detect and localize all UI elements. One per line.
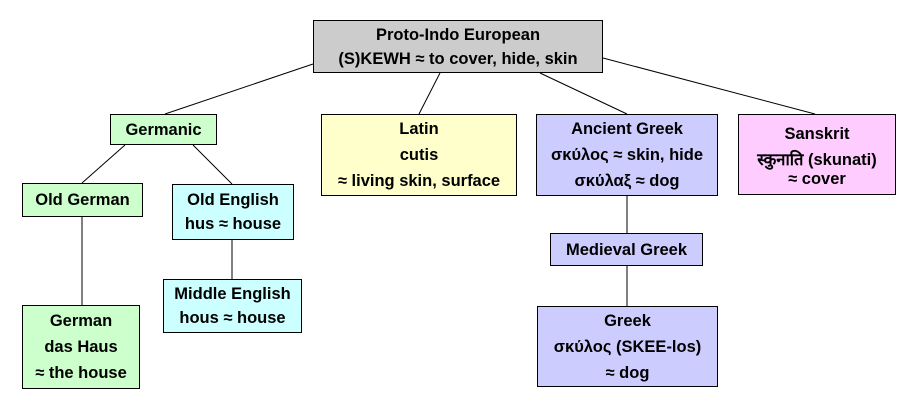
node-title: Ancient Greek (571, 120, 683, 138)
node-title: Old German (35, 191, 130, 209)
node-line: ≈ cover (788, 169, 846, 188)
node-sanskrit: Sanskrit स्कुनाति (skunati) ≈ cover (738, 114, 896, 195)
node-latin: Latin cutis ≈ living skin, surface (321, 114, 517, 196)
edge-germanic-old-english (192, 144, 233, 185)
node-title: Proto-Indo European (375, 25, 541, 44)
node-title: Greek (604, 311, 651, 330)
node-line: σκύλαξ ≈ dog (574, 172, 680, 190)
node-german: German das Haus ≈ the house (22, 305, 140, 389)
node-germanic: Germanic (110, 114, 217, 145)
node-line: σκύλος (SKEE-los) (553, 337, 702, 356)
edge-pie-latin (418, 72, 441, 115)
node-medieval-greek: Medieval Greek (550, 233, 703, 266)
node-line: hous ≈ house (179, 309, 286, 327)
node-title: Sanskrit (784, 124, 850, 143)
node-line: (S)KEWH ≈ to cover, hide, skin (338, 49, 578, 68)
node-line: das Haus (44, 338, 118, 356)
node-title: Latin (399, 120, 439, 138)
node-old-german: Old German (22, 183, 143, 217)
node-title: Middle English (174, 285, 291, 303)
node-title: German (49, 312, 113, 330)
node-ancient-greek: Ancient Greek σκύλος ≈ skin, hide σκύλαξ… (536, 114, 718, 196)
node-middle-english: Middle English hous ≈ house (163, 279, 302, 333)
node-line: ≈ living skin, surface (337, 172, 501, 190)
node-line: ≈ dog (605, 363, 650, 382)
node-proto-indo-european: Proto-Indo European (S)KEWH ≈ to cover, … (313, 20, 603, 73)
node-line: hus ≈ house (184, 215, 282, 233)
node-greek: Greek σκύλος (SKEE-los) ≈ dog (537, 306, 718, 387)
node-title: Germanic (125, 120, 202, 139)
edge-pie-sanskrit (602, 57, 816, 115)
node-line: cutis (399, 146, 439, 164)
node-line: ≈ the house (35, 364, 127, 382)
edge-pie-germanic (164, 63, 314, 115)
edge-pie-ancient-greek (539, 72, 628, 115)
edge-germanic-old-german (81, 144, 126, 184)
node-old-english: Old English hus ≈ house (172, 184, 294, 240)
node-title: Medieval Greek (565, 240, 688, 259)
node-line: स्कुनाति (skunati) (757, 150, 877, 169)
node-title: Old English (187, 191, 279, 209)
node-line: σκύλος ≈ skin, hide (550, 146, 704, 164)
